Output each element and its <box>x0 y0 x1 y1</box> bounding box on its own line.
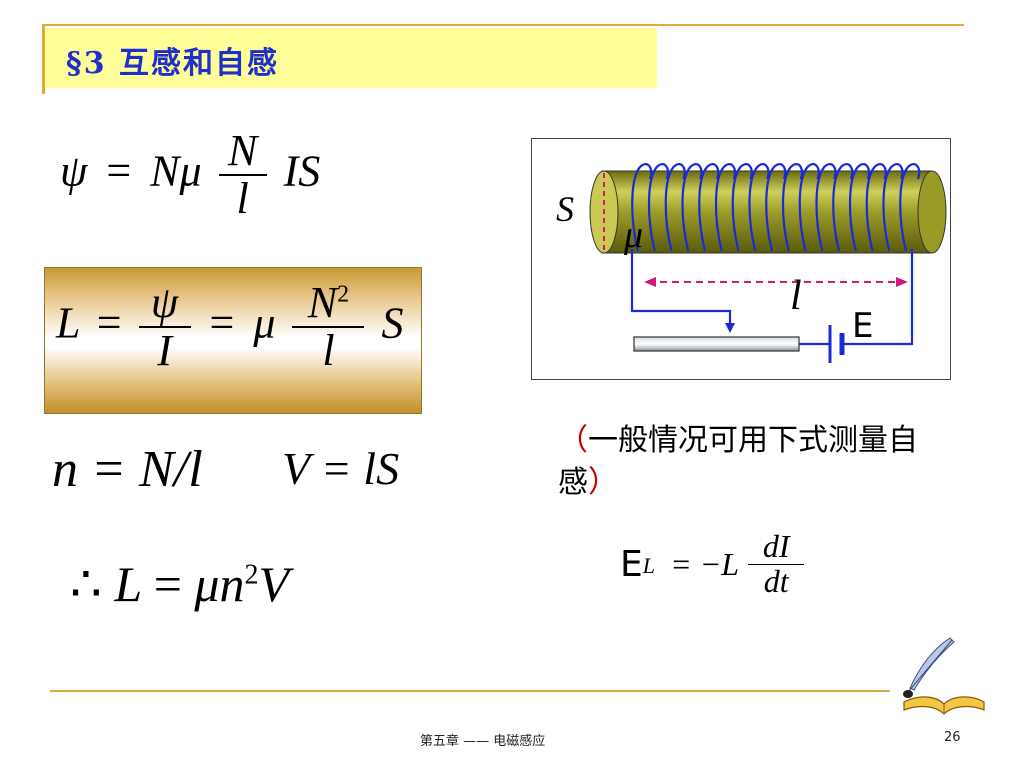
formula-result-eq: = <box>153 556 182 612</box>
left-lead-wire <box>630 249 732 327</box>
label-length: l <box>790 273 802 319</box>
quill-book-icon <box>903 637 985 715</box>
label-area: S <box>556 189 574 229</box>
title-background <box>45 28 657 88</box>
formula-result-lhs: L <box>114 556 142 612</box>
formula-flux-lhs: ψ <box>60 146 88 196</box>
formula-inductance-num1: ψ <box>150 278 179 327</box>
formula-inductance-coef: μ <box>253 298 276 348</box>
formula-inductance-den2: l <box>322 326 335 376</box>
slider-arrow <box>725 323 735 333</box>
emf-numerator: dI <box>762 528 790 564</box>
formula-inductance-tail: S <box>381 298 404 348</box>
slide-title: §3 互感和自感 <box>66 46 280 81</box>
coil-turn <box>664 163 686 252</box>
coil-turn <box>882 163 904 252</box>
formula-turn-density: n = N/l <box>52 441 203 498</box>
formula-inductance-eq2: = <box>209 298 235 348</box>
coil-turn <box>832 163 854 252</box>
length-arrow-right <box>896 277 908 287</box>
note-open-paren: （ <box>558 423 588 458</box>
formula-inductance-sup: 2 <box>337 281 350 308</box>
formula-flux: ψ = Nμ N l IS <box>60 126 321 224</box>
coil-turn <box>647 163 670 252</box>
coil-turn <box>899 163 921 252</box>
coil-turn <box>714 163 737 252</box>
header-left-rule <box>42 24 45 94</box>
coil-turn <box>681 163 703 252</box>
coil-turn <box>798 163 820 252</box>
emf-symbol: E <box>620 543 643 585</box>
formula-flux-coef: Nμ <box>150 146 202 196</box>
formula-flux-den: l <box>236 174 249 224</box>
page-number: 26 <box>944 730 961 745</box>
coil-turn <box>631 163 653 252</box>
note-text: （一般情况可用下式测量自感） <box>558 420 938 504</box>
note-body: 一般情况可用下式测量自感 <box>558 423 918 500</box>
coil-turn <box>848 163 871 252</box>
formula-self-emf: EL = −L dI dt <box>620 528 805 600</box>
label-permeability: μ <box>623 214 643 256</box>
formula-inductance-eq1: = <box>96 298 122 348</box>
coil-turn <box>748 163 770 252</box>
coil-turn <box>731 163 753 252</box>
formula-result-tail: V <box>258 556 290 612</box>
formula-result-therefore: ∴ <box>70 556 102 612</box>
solenoid-diagram: S μ l E <box>531 138 951 380</box>
formula-result-sup: 2 <box>244 559 259 591</box>
formula-inductance: L = ψ I = μ N2 l S <box>56 278 404 376</box>
right-lead-wire <box>844 249 914 346</box>
inductance-formula-box <box>44 267 422 414</box>
footer-chapter: 第五章 —— 电磁感应 <box>420 734 546 749</box>
header-top-rule <box>42 24 964 26</box>
coil-turn <box>815 163 837 252</box>
coil-turn <box>865 163 887 252</box>
label-battery: E <box>852 306 873 346</box>
formula-flux-num: N <box>227 126 258 175</box>
note-close-paren: ） <box>588 465 618 500</box>
footer-rule <box>50 690 890 692</box>
coil-windings <box>631 163 921 252</box>
formula-inductance-num2: N <box>307 278 338 327</box>
length-arrow-left <box>644 277 656 287</box>
formula-result-rhs: μn <box>194 556 245 612</box>
coil-turn <box>781 163 804 252</box>
emf-equals: = −L <box>670 545 740 582</box>
emf-subscript: L <box>642 553 655 579</box>
solenoid-figure: S μ l E <box>556 163 947 363</box>
formula-inductance-lhs: L <box>56 298 80 348</box>
coil-turn <box>765 163 787 252</box>
coil-turn <box>698 163 720 252</box>
rheostat-bar <box>633 336 800 352</box>
formula-flux-eq: = <box>106 146 132 196</box>
core-right-end <box>917 170 947 254</box>
formula-inductance-den1: I <box>157 326 172 376</box>
formula-volume: V = lS <box>282 443 400 494</box>
formula-flux-tail: IS <box>283 146 321 196</box>
formula-result: ∴ L = μn2V <box>70 555 289 613</box>
emf-denominator: dt <box>763 563 789 600</box>
